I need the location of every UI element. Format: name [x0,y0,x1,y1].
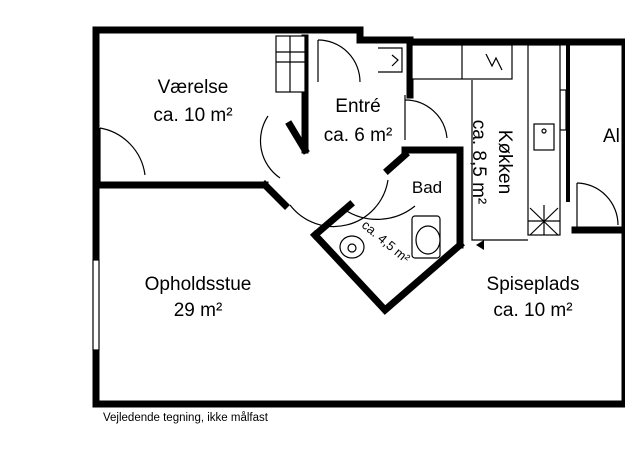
room-name-vaerelse: Værelse [158,77,229,98]
room-area-entre: ca. 6 m² [324,125,393,146]
outer-walls [92,26,625,408]
room-area-koekken: ca. 8,5 m² [468,120,489,204]
room-name-spiseplads: Spiseplads [487,274,580,295]
bathroom-fixtures [339,47,441,259]
doors [99,39,619,228]
room-area-vaerelse: ca. 10 m² [153,105,232,126]
room-area-spiseplads: ca. 10 m² [493,300,572,321]
wardrobe [275,35,306,93]
room-area-opholdsstue: 29 m² [174,300,223,321]
room-area-bad: ca. 4,5 m² [359,217,413,266]
room-name-koekken: Køkken [494,130,515,194]
room-name-cut: Al [603,126,620,147]
room-name-entre: Entré [335,96,380,117]
room-name-opholdsstue: Opholdsstue [145,274,252,295]
room-name-bad: Bad [412,178,442,197]
footer-note: Vejledende tegning, ikke målfast [103,412,269,424]
kitchen-counter [411,44,561,250]
